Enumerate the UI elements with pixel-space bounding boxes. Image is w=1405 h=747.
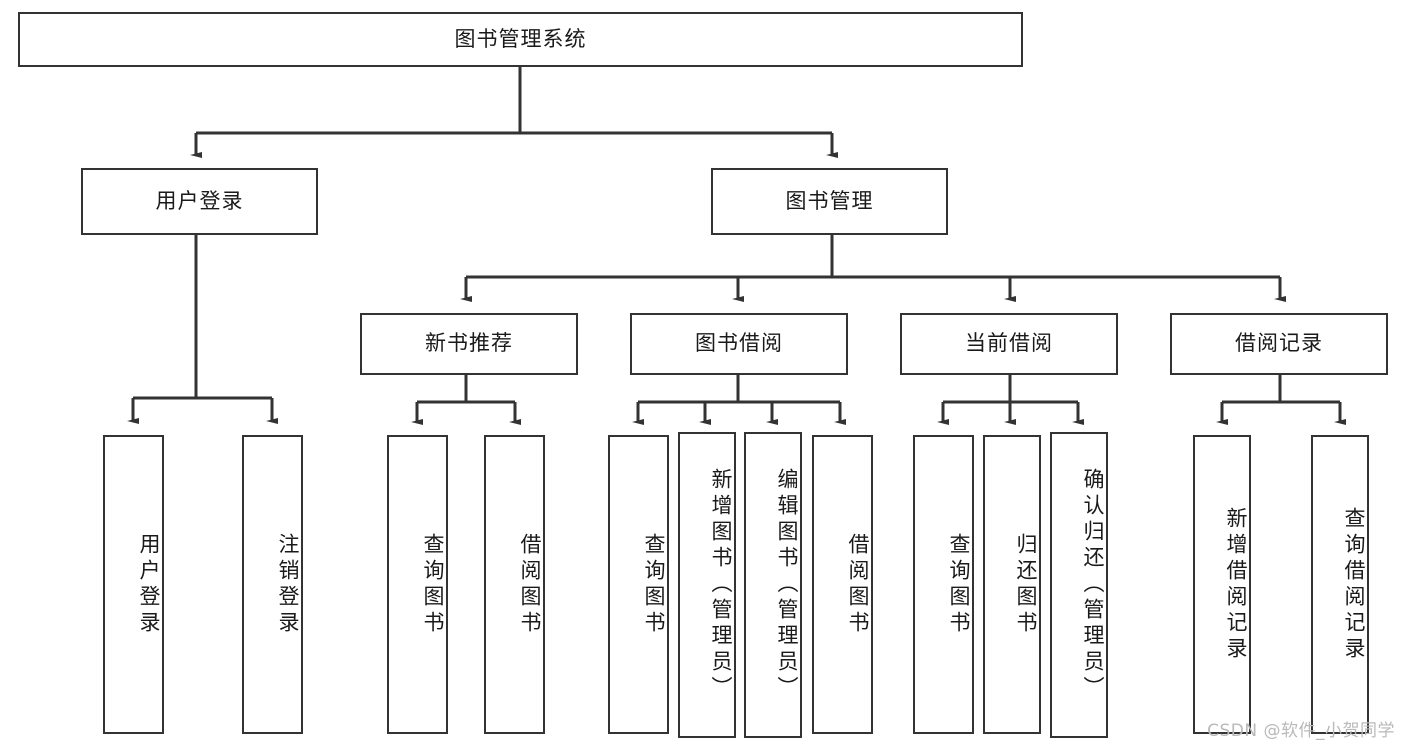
node-leaf-add-borrow-record[interactable]: 新增借阅记录: [1193, 435, 1251, 734]
node-leaf-edit-book-admin[interactable]: 编辑图书（管理员）: [744, 432, 802, 738]
node-label: 新增借阅记录: [1224, 506, 1248, 663]
node-leaf-borrow-book-recommend[interactable]: 借阅图书: [484, 435, 545, 734]
node-label: 新书推荐: [425, 331, 513, 356]
node-label: 借阅记录: [1235, 331, 1323, 356]
node-label: 新增图书（管理员）: [709, 468, 733, 702]
node-leaf-confirm-return-admin[interactable]: 确认归还（管理员）: [1050, 432, 1108, 738]
node-label: 图书管理系统: [454, 26, 587, 51]
node-label: 注销登录: [276, 532, 300, 637]
node-label: 用户登录: [137, 532, 161, 637]
node-label: 编辑图书（管理员）: [775, 468, 799, 702]
node-leaf-query-book-current[interactable]: 查询图书: [913, 435, 974, 734]
node-label: 图书借阅: [695, 331, 783, 356]
node-label: 确认归还（管理员）: [1081, 468, 1105, 702]
node-leaf-query-borrow-record[interactable]: 查询借阅记录: [1311, 435, 1369, 734]
node-leaf-user-logout[interactable]: 注销登录: [242, 435, 303, 734]
node-label: 图书管理: [785, 188, 874, 213]
node-label: 用户登录: [155, 188, 244, 213]
node-new-book-recommend[interactable]: 新书推荐: [360, 313, 578, 375]
node-book-borrow[interactable]: 图书借阅: [630, 313, 848, 375]
node-label: 借阅图书: [518, 532, 542, 637]
node-leaf-borrow-book[interactable]: 借阅图书: [812, 435, 873, 734]
node-root-book-management-system[interactable]: 图书管理系统: [18, 12, 1023, 67]
node-label: 查询借阅记录: [1342, 506, 1366, 663]
node-leaf-add-book-admin[interactable]: 新增图书（管理员）: [678, 432, 736, 738]
node-current-borrow[interactable]: 当前借阅: [900, 313, 1118, 375]
node-user-login[interactable]: 用户登录: [81, 168, 318, 235]
node-leaf-query-book-recommend[interactable]: 查询图书: [387, 435, 448, 734]
node-label: 归还图书: [1014, 532, 1038, 637]
watermark-text: CSDN @软件_小贺同学: [1207, 721, 1395, 741]
node-label: 查询图书: [642, 532, 666, 637]
node-borrow-record[interactable]: 借阅记录: [1170, 313, 1388, 375]
node-leaf-query-book-borrow[interactable]: 查询图书: [608, 435, 669, 734]
node-label: 当前借阅: [965, 331, 1053, 356]
node-book-management[interactable]: 图书管理: [711, 168, 948, 235]
node-label: 查询图书: [421, 532, 445, 637]
node-leaf-user-login[interactable]: 用户登录: [103, 435, 164, 734]
node-leaf-return-book[interactable]: 归还图书: [983, 435, 1041, 734]
node-label: 借阅图书: [846, 532, 870, 637]
node-label: 查询图书: [947, 532, 971, 637]
